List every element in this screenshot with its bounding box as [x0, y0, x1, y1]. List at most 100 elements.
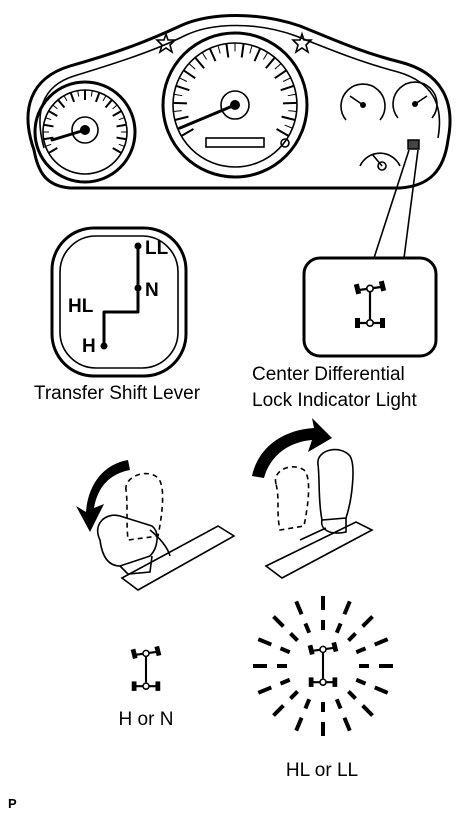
blink-ray — [347, 690, 357, 700]
tach-tick — [102, 95, 107, 102]
blink-ray — [342, 716, 352, 732]
blink-ray — [355, 677, 367, 686]
speedo-tick — [177, 124, 186, 129]
tach-tick — [104, 99, 113, 109]
blink-ray — [361, 615, 374, 628]
speedo-tick — [276, 128, 290, 137]
front-diff — [142, 649, 150, 658]
front-right-wheel — [154, 645, 162, 657]
rear-right-wheel — [380, 318, 385, 328]
lever-shift-to-hl-illustration — [252, 418, 374, 579]
tach-tick — [69, 92, 75, 103]
curved-arrow-icon — [76, 460, 130, 532]
small-bottom-gauge — [359, 152, 401, 171]
tach-tick — [48, 110, 58, 117]
state-on-label: HL or LL — [286, 760, 358, 781]
speedo-tick — [225, 43, 230, 58]
fuel-gauge — [340, 83, 386, 121]
shift-point-ll — [134, 242, 142, 250]
tach-tick — [43, 136, 54, 141]
shift-label-ll: LL — [145, 238, 169, 259]
blink-ray — [303, 622, 312, 634]
tach-tick — [63, 95, 68, 102]
speedo-tick — [287, 93, 297, 97]
blink-ray — [294, 600, 304, 616]
blink-ray — [257, 685, 273, 695]
indicator-off-icon — [130, 645, 162, 691]
rear-left-wheel — [355, 318, 360, 328]
speedo-tick — [253, 47, 262, 62]
blink-ray — [279, 677, 291, 686]
speedo-tick — [194, 56, 205, 69]
shift-point-h — [100, 342, 108, 350]
front-right-wheel — [331, 641, 339, 653]
shift-point-n — [134, 284, 142, 292]
blink-ray — [334, 622, 343, 634]
speedo-tick — [180, 128, 194, 137]
figure-code: P — [8, 796, 17, 811]
indicator-enlarged-frame — [302, 256, 438, 358]
tach-tick — [48, 147, 58, 154]
tach-tick — [90, 90, 93, 97]
speedo-tick — [284, 124, 293, 129]
shift-pattern-plate: LL N HL H — [50, 226, 188, 378]
rear-right-wheel — [332, 677, 338, 687]
speedo-tick — [265, 56, 276, 69]
shift-label-h: H — [82, 336, 96, 357]
tach-tick — [45, 117, 52, 121]
speedo-tick — [288, 110, 297, 112]
tach-tick — [116, 123, 127, 128]
indicator-on-icon — [307, 641, 339, 687]
tach-tick — [118, 143, 125, 147]
front-right-wheel — [378, 280, 387, 292]
speedometer-gauge — [155, 31, 313, 179]
tach-tick — [112, 110, 122, 117]
rear-diff — [365, 318, 374, 327]
speedo-tick — [217, 45, 221, 54]
rear-right-wheel — [155, 681, 161, 691]
instrument-cluster — [26, 14, 452, 190]
speedo-tick — [173, 110, 182, 112]
front-diff — [319, 645, 327, 654]
state-off-label: H or N — [119, 709, 174, 730]
speedo-tick — [249, 45, 253, 54]
shift-label-n: N — [145, 280, 159, 301]
tach-tick — [116, 136, 127, 141]
shift-label-hl: HL — [68, 296, 94, 317]
blink-ray — [303, 698, 312, 710]
speedo-tick — [179, 77, 188, 82]
lever-shift-to-h-illustration — [76, 460, 236, 591]
tach-tick — [112, 104, 118, 110]
transfer-shift-lever-label: Transfer Shift Lever — [34, 383, 201, 404]
speedo-tick — [240, 43, 245, 58]
speedo-tick — [281, 115, 296, 121]
indicator-label-line2: Lock Indicator Light — [252, 390, 417, 411]
indicator-blinking — [253, 596, 393, 736]
speedo-tick — [280, 84, 295, 92]
temperature-gauge — [392, 81, 438, 119]
center-diff-lock-lamp — [407, 139, 420, 150]
blink-ray — [334, 698, 343, 710]
indicator-callout-lines — [373, 149, 419, 259]
curved-arrow-icon — [252, 418, 332, 478]
tach-tick — [57, 99, 66, 109]
speedo-tick — [208, 47, 217, 62]
blink-ray — [361, 704, 374, 717]
blink-ray — [373, 637, 389, 647]
speedo-tick — [274, 63, 282, 70]
rear-left-wheel — [131, 681, 137, 691]
indicator-label-line1: Center Differential — [252, 364, 405, 385]
speedo-tick — [274, 69, 287, 79]
center-diff-lock-icon — [353, 280, 387, 328]
blink-ray — [342, 600, 352, 616]
tach-tick — [95, 92, 101, 103]
blink-rays — [253, 596, 393, 736]
tach-tick — [118, 117, 125, 121]
shift-gate-path — [102, 243, 140, 348]
tach-tick — [43, 123, 54, 128]
speedo-tick — [282, 77, 291, 82]
blink-ray — [294, 716, 304, 732]
blink-ray — [257, 637, 273, 647]
tach-tick — [45, 143, 52, 147]
